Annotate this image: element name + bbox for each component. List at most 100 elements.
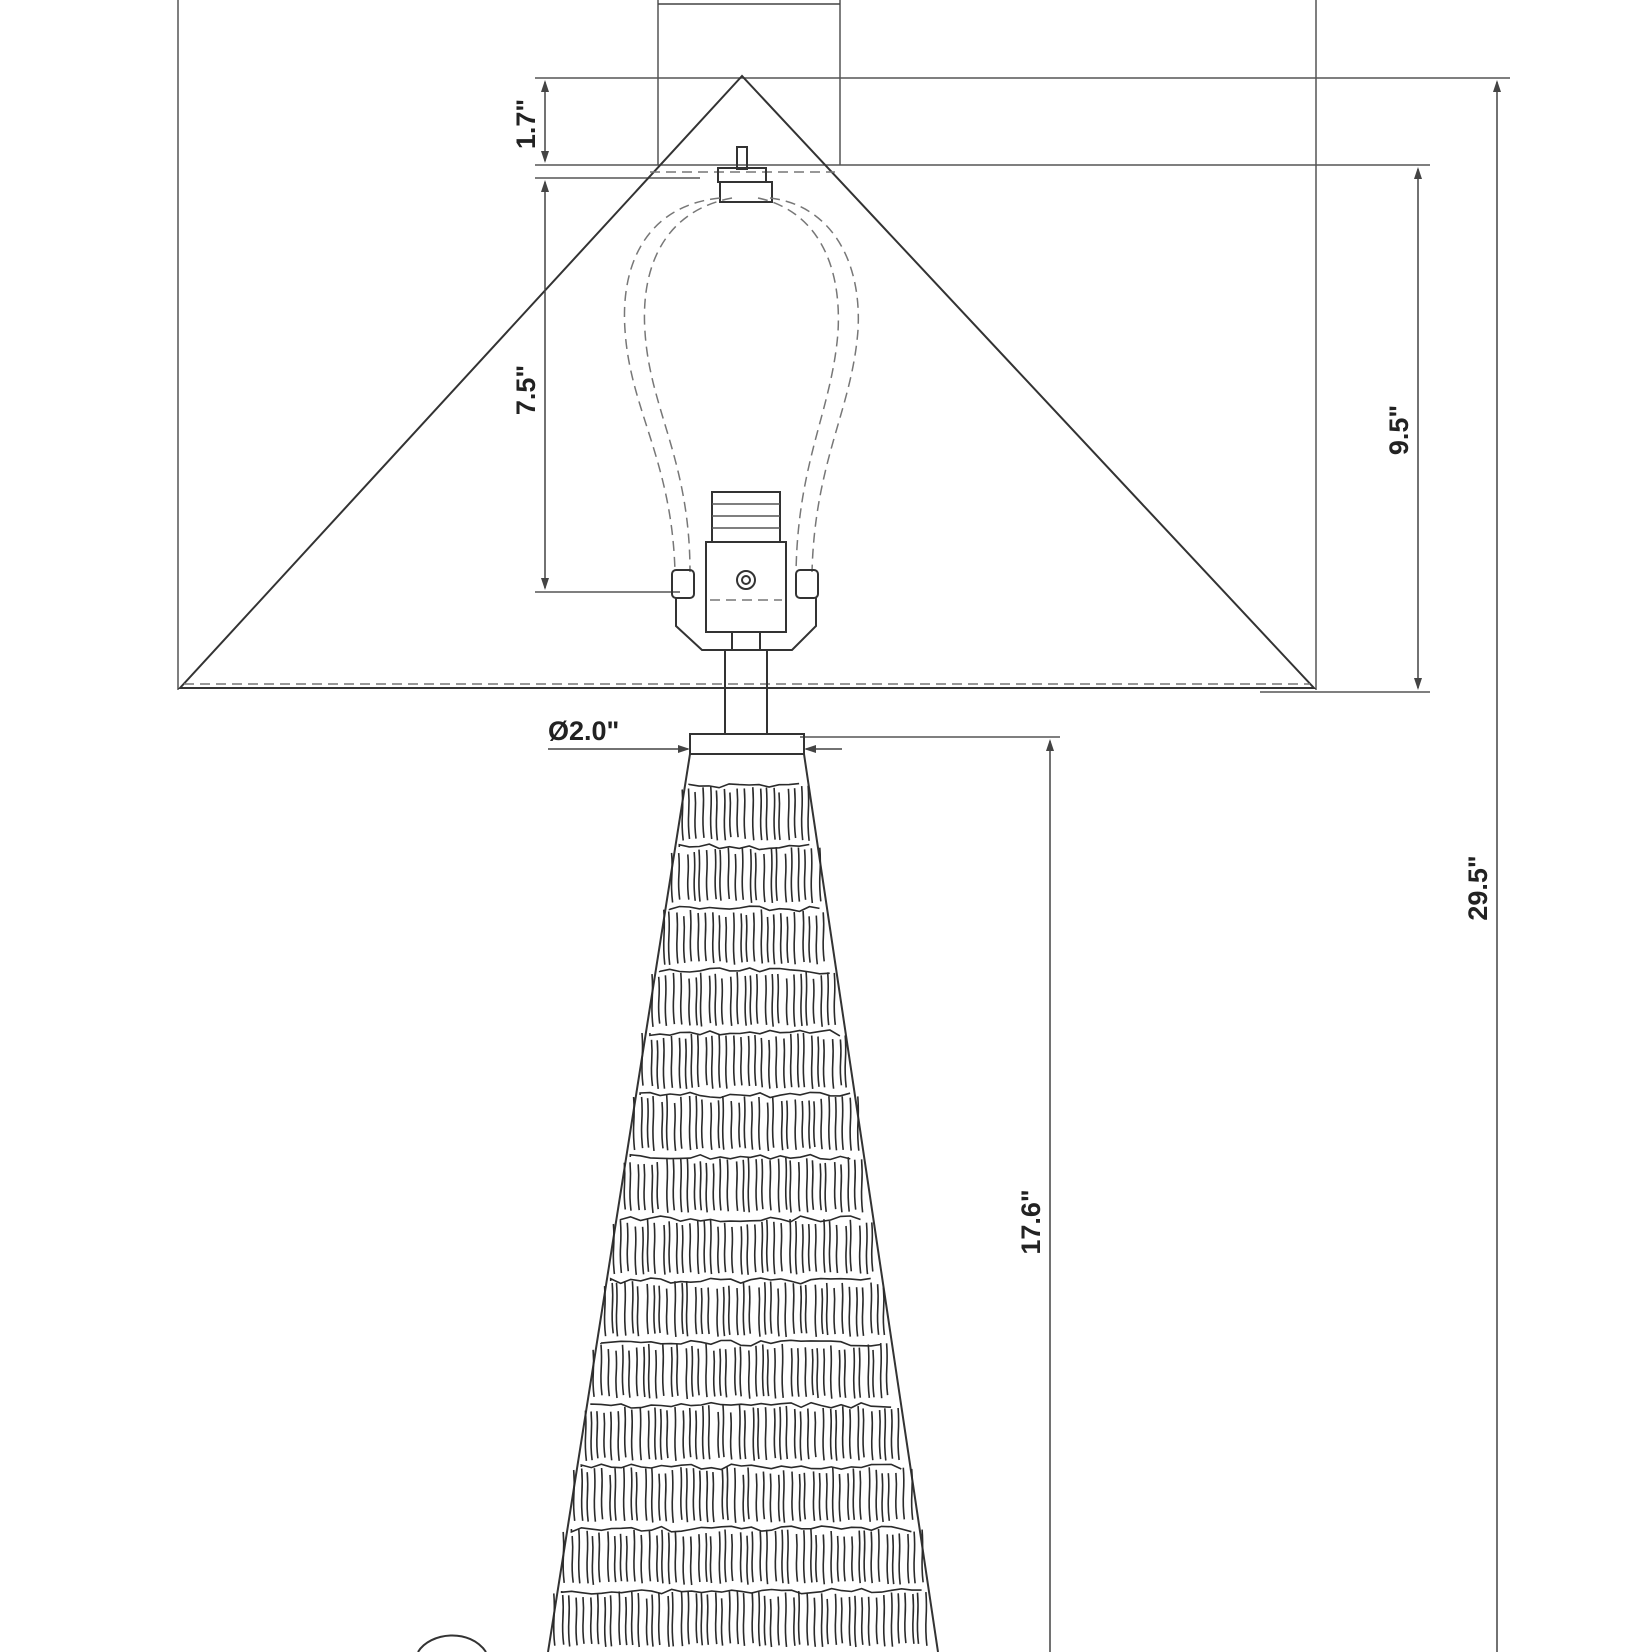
texture-stroke [881, 1473, 884, 1523]
texture-stroke [841, 1282, 844, 1334]
texture-band-edge [570, 1525, 912, 1534]
texture-stroke [660, 1529, 664, 1584]
texture-stroke [865, 1222, 869, 1275]
texture-stroke [852, 1347, 856, 1399]
texture-stroke [829, 1408, 833, 1460]
texture-stroke [785, 978, 789, 1026]
texture-stroke [692, 1468, 696, 1521]
texture-stroke [597, 1532, 601, 1583]
texture-stroke [682, 1410, 685, 1459]
texture-stroke [910, 1468, 914, 1520]
texture-stroke [849, 1219, 853, 1272]
texture-stroke [824, 1162, 827, 1212]
texture-stroke [894, 1472, 898, 1520]
texture-stroke [709, 785, 713, 840]
texture-stroke [727, 1285, 731, 1335]
texture-stroke [664, 1473, 668, 1522]
texture-stroke [657, 976, 661, 1024]
texture-stroke [739, 1037, 743, 1086]
texture-stroke [758, 1287, 761, 1337]
texture-stroke [790, 1348, 794, 1397]
texture-stroke [805, 971, 808, 1026]
texture-stroke [826, 972, 830, 1026]
texture-stroke [681, 789, 684, 841]
texture-stroke [701, 1405, 705, 1460]
texture-stroke [802, 910, 805, 963]
texture-stroke [623, 1281, 627, 1336]
texture-stroke [595, 1411, 599, 1459]
texture-stroke [744, 975, 747, 1026]
texture-stroke [738, 1404, 742, 1460]
texture-stroke [789, 1160, 792, 1213]
texture-stroke [690, 1033, 694, 1088]
texture-stroke [786, 1529, 790, 1584]
texture-stroke [716, 1288, 719, 1337]
texture-stroke [789, 1219, 792, 1274]
texture-stroke [673, 1102, 677, 1151]
texture-stroke [650, 1467, 654, 1523]
texture-stroke [802, 1530, 806, 1584]
texture-stroke [772, 914, 776, 965]
texture-stroke [754, 852, 758, 901]
texture-stroke [784, 1592, 788, 1647]
texture-stroke [787, 788, 791, 841]
texture-stroke [718, 1158, 722, 1211]
texture-stroke [646, 1283, 649, 1335]
texture-stroke [572, 1469, 576, 1521]
texture-stroke [677, 853, 681, 900]
texture-stroke [891, 1534, 895, 1585]
texture-stroke [801, 1100, 804, 1148]
texture-stroke [876, 1284, 880, 1335]
texture-stroke [764, 1407, 768, 1461]
texture-stroke [858, 1347, 862, 1398]
texture-band-edge [649, 1029, 841, 1037]
texture-stroke [742, 1159, 745, 1212]
texture-stroke [760, 1037, 764, 1088]
texture-stroke [708, 975, 712, 1024]
texture-stroke [882, 1595, 886, 1647]
texture-stroke [765, 787, 769, 841]
texture-stroke [890, 1592, 894, 1647]
texture-stroke [644, 1468, 648, 1521]
texture-stroke [732, 1035, 736, 1086]
texture-stroke [803, 1472, 807, 1520]
texture-stroke [619, 1220, 623, 1274]
texture-stroke [730, 1226, 734, 1274]
texture-stroke [705, 1162, 708, 1213]
texture-stroke [853, 1595, 857, 1648]
texture-stroke [663, 1224, 666, 1275]
texture-stroke [659, 1408, 663, 1460]
texture-stroke [728, 1591, 732, 1644]
texture-stroke [615, 1350, 618, 1399]
texture-stroke [734, 853, 738, 901]
texture-stroke [859, 1470, 862, 1520]
texture-stroke [795, 1533, 799, 1582]
texture-stroke [753, 1034, 757, 1086]
texture-stroke [674, 1407, 677, 1461]
texture-stroke [846, 1473, 850, 1521]
texture-stroke [860, 1597, 864, 1645]
texture-stroke [635, 1472, 639, 1521]
texture-stroke [747, 1035, 751, 1087]
neck-diameter-label: Ø2.0" [548, 716, 619, 746]
texture-stroke [822, 1039, 826, 1088]
texture-stroke [897, 1407, 900, 1461]
texture-stroke [760, 1221, 764, 1273]
texture-stroke [759, 788, 763, 841]
texture-stroke [696, 1220, 700, 1275]
texture-stroke [792, 974, 796, 1027]
texture-stroke [924, 1592, 928, 1646]
texture-stroke [766, 916, 770, 963]
texture-stroke [675, 912, 679, 964]
texture-stroke [700, 1593, 704, 1646]
texture-stroke [818, 1473, 822, 1521]
texture-stroke [635, 1347, 639, 1397]
texture-stroke [870, 1222, 874, 1272]
texture-stroke [718, 915, 721, 962]
texture-stroke [647, 1343, 651, 1399]
texture-band-edge [639, 1091, 851, 1099]
texture-stroke [777, 1288, 780, 1337]
texture-stroke [695, 977, 698, 1026]
texture-stroke [797, 1591, 801, 1645]
texture-stroke [806, 1592, 809, 1646]
